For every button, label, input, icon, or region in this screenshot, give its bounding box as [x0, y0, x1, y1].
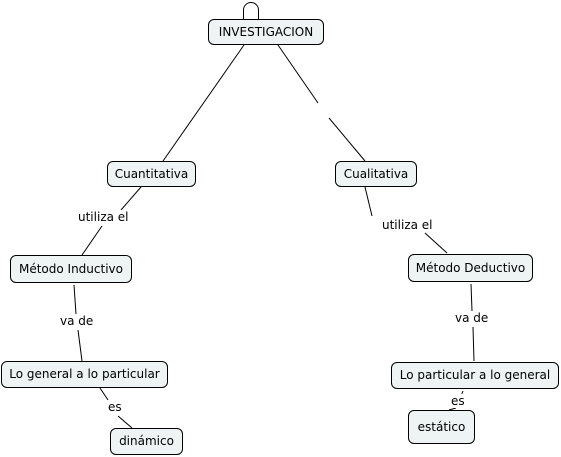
connector-root-cualitativa-lower — [328, 117, 366, 162]
connector-general-es — [99, 387, 109, 401]
connector-root-cualitativa — [277, 44, 319, 104]
connector-inductivo-vade — [73, 284, 77, 315]
node-lo-general-a-lo-particular[interactable]: Lo general a lo particular — [1, 361, 168, 388]
node-metodo-deductivo[interactable]: Método Deductivo — [408, 254, 533, 282]
connector-es-estatico — [448, 407, 457, 411]
node-cualitativa[interactable]: Cualitativa — [335, 161, 417, 187]
link-label-utiliza-el-right: utiliza el — [380, 218, 435, 232]
node-estatico[interactable]: estático — [408, 410, 475, 444]
connector-cuantitativa-utiliza — [120, 186, 142, 211]
connector-cualitativa-utiliza — [364, 186, 373, 217]
node-dinamico[interactable]: dinámico — [110, 428, 183, 455]
connector-vade-particular — [472, 326, 475, 362]
link-label-es-right: es — [449, 394, 467, 408]
connector-deductivo-vade — [470, 283, 473, 312]
node-metodo-inductivo[interactable]: Método Inductivo — [10, 255, 132, 283]
link-label-utiliza-el-left: utiliza el — [76, 210, 131, 224]
link-label-va-de-right: va de — [453, 311, 491, 325]
link-label-va-de-left: va de — [58, 314, 96, 328]
link-label-es-left: es — [106, 400, 124, 414]
connector-es-dinamico — [117, 415, 133, 429]
node-lo-particular-a-lo-general[interactable]: Lo particular a lo general — [391, 362, 559, 389]
node-investigacion[interactable]: INVESTIGACION — [208, 19, 324, 45]
connector-root-cuantitativa — [162, 44, 245, 162]
root-collapse-tab[interactable] — [243, 2, 259, 22]
node-cuantitativa[interactable]: Cuantitativa — [107, 161, 196, 187]
connector-utiliza-deductivo — [424, 232, 448, 254]
connector-vade-general — [77, 329, 83, 362]
connector-utiliza-inductivo — [81, 225, 103, 256]
